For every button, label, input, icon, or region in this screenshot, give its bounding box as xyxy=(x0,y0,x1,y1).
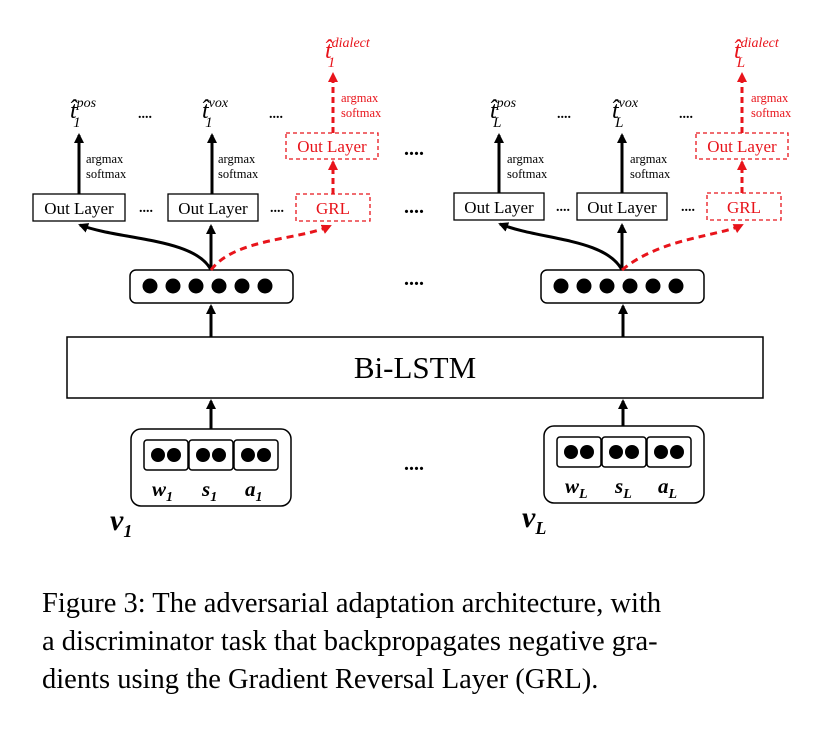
out-layer-label: Out Layer xyxy=(44,199,114,218)
out-layer-label: Out Layer xyxy=(707,137,777,156)
bilstm-box xyxy=(66,336,764,399)
ellipsis: .... xyxy=(404,196,424,218)
caption-line: dients using the Gradient Reversal Layer… xyxy=(42,664,599,695)
softmax-label: softmax xyxy=(86,167,127,181)
out-layer-dialect-left xyxy=(285,132,379,160)
ellipsis: .... xyxy=(679,107,693,122)
out-layer-vox-left xyxy=(167,193,259,222)
argmax-label: argmax xyxy=(630,152,668,166)
grl-box-left xyxy=(295,193,371,222)
ellipsis: .... xyxy=(269,107,283,122)
ellipsis: .... xyxy=(404,453,424,475)
branch-dialect-right xyxy=(621,223,744,272)
argmax-label: argmax xyxy=(86,152,124,166)
out-layer-label: Out Layer xyxy=(587,198,657,217)
argmax-label: argmax xyxy=(507,152,545,166)
softmax-label: softmax xyxy=(507,167,548,181)
out-layer-dialect-right xyxy=(695,132,789,160)
out-layer-label: Out Layer xyxy=(297,137,367,156)
ellipsis: .... xyxy=(138,107,152,122)
argmax-label: argmax xyxy=(341,91,379,105)
input-segments-right xyxy=(556,436,692,468)
grl-label: GRL xyxy=(727,198,761,217)
ellipsis: .... xyxy=(404,268,424,290)
out-layer-vox-right xyxy=(576,192,668,221)
out-layer-label: Out Layer xyxy=(178,199,248,218)
input-segments-left xyxy=(143,439,279,471)
hidden-units-left xyxy=(142,278,273,294)
branch-pos-left xyxy=(78,223,213,271)
bilstm-label: Bi-LSTM xyxy=(354,350,476,385)
ellipsis: .... xyxy=(556,200,570,215)
argmax-label: argmax xyxy=(218,152,256,166)
ellipsis: .... xyxy=(404,138,424,160)
hidden-units-right xyxy=(553,278,684,294)
out-layer-label: Out Layer xyxy=(464,198,534,217)
grl-box-right xyxy=(706,192,782,221)
vector-label-vL: vL xyxy=(522,501,546,538)
ellipsis: .... xyxy=(139,201,153,216)
argmax-label: argmax xyxy=(751,91,789,105)
ellipsis: .... xyxy=(270,201,284,216)
branch-dialect-left xyxy=(209,224,332,271)
ellipsis: .... xyxy=(681,200,695,215)
caption-line: Figure 3: The adversarial adaptation arc… xyxy=(42,588,662,619)
vector-label-v1: v1 xyxy=(110,504,132,541)
softmax-label: softmax xyxy=(630,167,671,181)
softmax-label: softmax xyxy=(218,167,259,181)
ellipsis: .... xyxy=(557,107,571,122)
softmax-label: softmax xyxy=(341,106,382,120)
architecture-diagram: Bi-LSTM w1 s1 a1 v1 Out Layer .... Out L… xyxy=(32,36,792,541)
grl-label: GRL xyxy=(316,199,350,218)
softmax-label: softmax xyxy=(751,106,792,120)
out-layer-pos-left xyxy=(32,193,126,222)
caption-line: a discriminator task that backpropagates… xyxy=(42,626,658,657)
branch-pos-right xyxy=(498,222,624,271)
figure-caption: Figure 3: The adversarial adaptation arc… xyxy=(42,585,802,699)
